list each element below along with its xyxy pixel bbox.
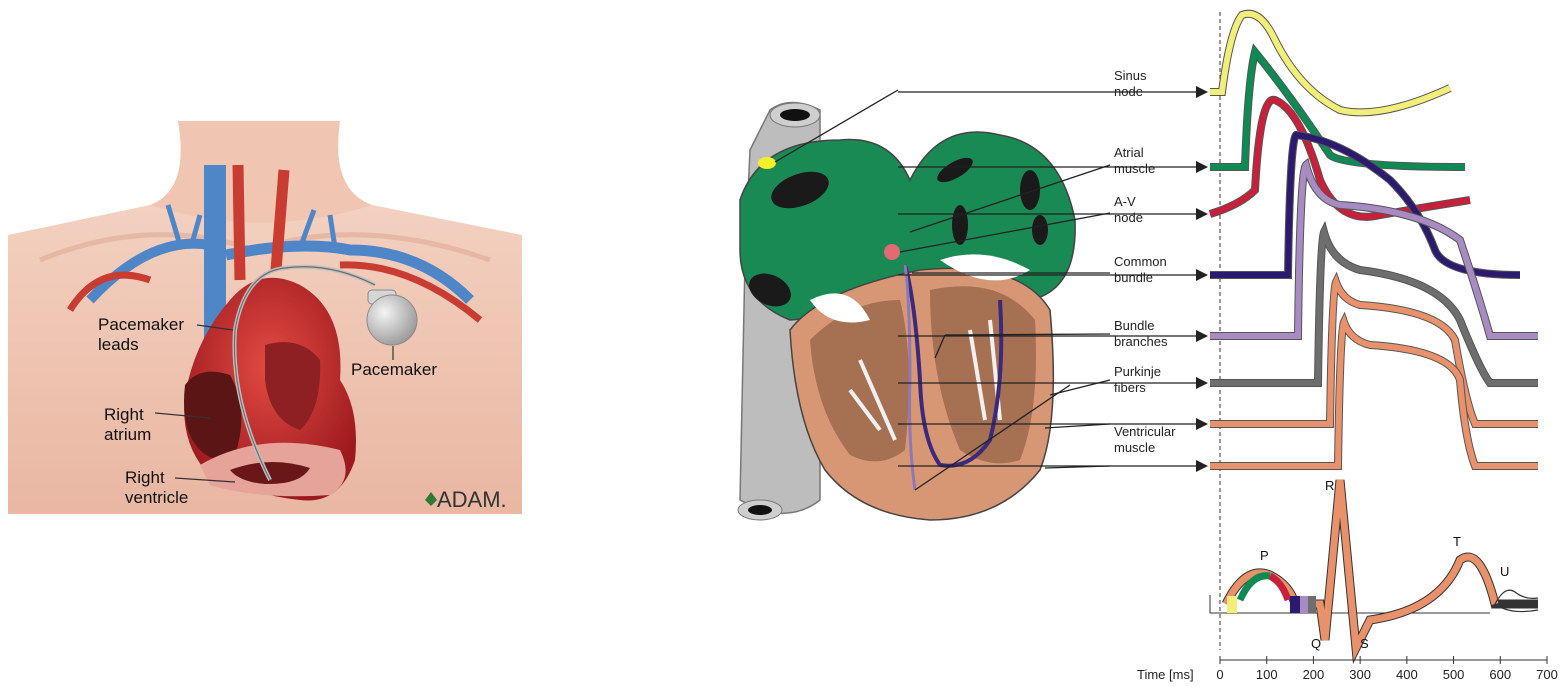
trace-arrowhead-icon <box>1196 161 1208 173</box>
sinus-node-marker <box>758 157 776 169</box>
time-axis-tick-label: 200 <box>1303 667 1325 682</box>
trace-arrowhead-icon <box>1196 418 1208 430</box>
ventricular-trace-2 <box>1210 322 1538 466</box>
time-axis-title: Time [ms] <box>1137 667 1194 682</box>
trace-arrowhead-icon <box>1196 269 1208 281</box>
time-axis-tick-label: 0 <box>1216 667 1223 682</box>
av-node-label-line: node <box>1114 210 1143 225</box>
time-axis-tick-label: 500 <box>1443 667 1465 682</box>
purkinje-fibers-label-line: Purkinje <box>1114 364 1161 379</box>
time-axis: Time [ms] 0 100 200 300 400 500 600 700 <box>1137 656 1558 682</box>
time-axis-tick-label: 700 <box>1536 667 1558 682</box>
atrial-muscle-label-line: muscle <box>1114 161 1155 176</box>
common-bundle-label-line: bundle <box>1114 270 1153 285</box>
ecg-wave-p-label: P <box>1260 548 1269 563</box>
action-potential-traces <box>1210 14 1538 466</box>
purkinje-fibers-label-line: fibers <box>1114 380 1146 395</box>
time-axis-tick-label: 100 <box>1256 667 1278 682</box>
conduction-heart <box>738 103 1075 521</box>
ecg-trace <box>1210 480 1538 648</box>
trace-arrowhead-icon <box>1196 460 1208 472</box>
adam-logo-text: ADAM. <box>437 487 507 512</box>
ventricular-muscle-label-line: Ventricular <box>1114 424 1176 439</box>
trace-arrowhead-icon <box>1196 330 1208 342</box>
ventricular-muscle-label-line: muscle <box>1114 440 1155 455</box>
ecg-wave-s-label: S <box>1360 636 1369 651</box>
vena-cava-bottom-hole <box>748 505 772 515</box>
bundle-branches-label-line: Bundle <box>1114 318 1154 333</box>
ecg-wave-q-label: Q <box>1311 636 1321 651</box>
ecg-wave-r-label: R <box>1325 478 1334 493</box>
adam-logo: ADAM. <box>425 487 507 512</box>
ecg-wave-u-label: U <box>1500 564 1509 579</box>
right-atrium-label: Right atrium <box>104 405 151 444</box>
common-bundle-label-line: Common <box>1114 254 1167 269</box>
time-axis-tick-label: 400 <box>1396 667 1418 682</box>
bundle-branches-trace <box>1210 165 1538 336</box>
ventricular-trace-1 <box>1210 282 1538 424</box>
vena-cava-top-hole <box>780 109 810 121</box>
pacemaker-illustration: Pacemaker leads Pacemaker Right atrium R… <box>0 0 560 682</box>
trace-arrowhead-icon <box>1196 86 1208 98</box>
bundle-branches-trace-outline <box>1210 165 1538 336</box>
ecg-wave-t-label: T <box>1453 534 1461 549</box>
av-node-marker <box>884 244 900 260</box>
atrial-muscle-label-line: Atrial <box>1114 145 1144 160</box>
time-axis-tick-label: 300 <box>1349 667 1371 682</box>
pacemaker-svg: Pacemaker leads Pacemaker Right atrium R… <box>0 0 560 682</box>
ecg-wave-letters: P Q R S T U <box>1260 478 1509 651</box>
sinus-node-label-line: Sinus <box>1114 68 1147 83</box>
pacemaker-label: Pacemaker <box>351 360 437 379</box>
time-axis-tick-label: 600 <box>1489 667 1511 682</box>
trace-arrowhead-icon <box>1196 377 1208 389</box>
trace-arrowhead-icon <box>1196 208 1208 220</box>
av-node-label-line: A-V <box>1114 194 1136 209</box>
